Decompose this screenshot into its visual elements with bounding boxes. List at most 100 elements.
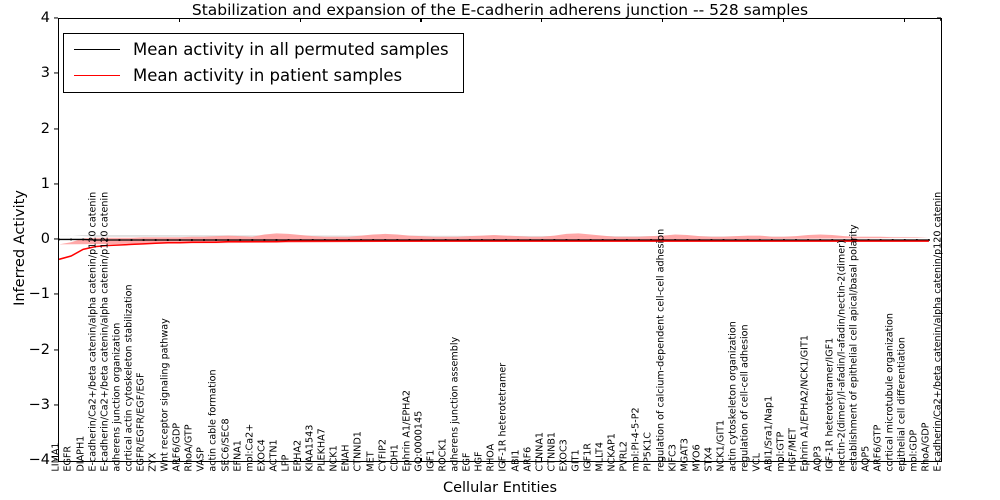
series-marker (203, 239, 205, 241)
series-marker (529, 239, 532, 241)
series-marker (348, 239, 350, 241)
series-marker (94, 239, 97, 241)
series-marker (444, 239, 447, 241)
series-marker (215, 239, 217, 241)
series-marker (227, 239, 230, 241)
y-tick-label: 1 (40, 175, 50, 192)
legend-label: Mean activity in all permuted samples (133, 40, 449, 59)
y-tick-label: −4 (28, 452, 50, 468)
y-tick-mark (54, 127, 58, 130)
series-marker (638, 239, 640, 241)
series-marker (613, 239, 616, 241)
series-marker (335, 239, 338, 241)
y-tick-mark (54, 348, 58, 351)
series-marker (795, 239, 797, 241)
y-tick-mark (54, 404, 58, 406)
series-marker (118, 239, 121, 241)
y-tick-mark (54, 17, 58, 19)
series-marker (686, 239, 689, 241)
series-marker (323, 239, 326, 241)
series-marker (166, 239, 169, 241)
series-marker (396, 239, 399, 241)
series-marker (674, 239, 677, 241)
series-marker (251, 239, 254, 241)
series-marker (589, 239, 592, 241)
y-tick-label: −1 (28, 286, 50, 303)
series-marker (493, 239, 495, 241)
x-axis-title: Cellular Entities (442, 480, 558, 496)
series-marker (239, 239, 242, 241)
series-marker (384, 239, 387, 241)
series-line (59, 240, 929, 261)
series-marker (879, 239, 882, 241)
series-marker (565, 239, 568, 241)
y-tick-label: −2 (28, 341, 50, 358)
series-marker (408, 239, 411, 241)
series-marker (372, 239, 375, 241)
series-marker (819, 239, 822, 241)
series-marker (710, 239, 713, 241)
y-tick-label: 4 (40, 10, 50, 26)
series-marker (746, 239, 749, 241)
series-marker (855, 239, 858, 241)
series-marker (662, 239, 665, 241)
y-tick-mark (54, 459, 58, 461)
series-marker (275, 239, 278, 241)
series-marker (178, 239, 181, 241)
series-marker (758, 239, 761, 241)
series-marker (142, 239, 145, 241)
series-marker (456, 239, 459, 241)
series-marker (903, 239, 906, 241)
legend-line-icon (74, 49, 120, 50)
series-marker (831, 239, 834, 241)
series-marker (154, 239, 157, 241)
series-marker (468, 239, 471, 241)
y-tick-label: 3 (40, 65, 50, 82)
series-marker (106, 239, 109, 241)
y-tick-mark (54, 183, 58, 185)
series-marker (517, 239, 520, 241)
series-marker (59, 238, 60, 241)
series-marker (650, 239, 652, 241)
legend-entry: Mean activity in all permuted samples (74, 40, 449, 59)
y-tick-label: 0 (40, 231, 50, 247)
series-marker (263, 239, 266, 241)
page-title: Stabilization and expansion of the E-cad… (191, 1, 809, 19)
y-tick-label: −3 (28, 396, 50, 413)
series-marker (625, 239, 628, 241)
series-marker (807, 239, 809, 241)
plot-svg (59, 19, 941, 261)
series-marker (299, 239, 302, 241)
y-tick-label: 2 (40, 120, 50, 137)
series-marker (698, 239, 701, 241)
series-marker (783, 239, 785, 241)
series-marker (541, 239, 544, 241)
series-marker (82, 238, 85, 241)
series-marker (577, 239, 580, 241)
series-marker (70, 238, 72, 241)
y-tick-mark (54, 293, 58, 295)
series-marker (432, 239, 435, 241)
series-marker (505, 239, 507, 241)
y-tick-mark (54, 238, 58, 240)
y-tick-mark (54, 72, 58, 74)
series-marker (287, 239, 290, 241)
series-marker (915, 239, 918, 241)
series-marker (843, 239, 846, 241)
series-marker (191, 239, 193, 241)
legend-line-icon (74, 75, 120, 76)
series-marker (480, 239, 483, 241)
series-marker (601, 239, 604, 241)
series-marker (420, 239, 423, 241)
series-marker (891, 239, 894, 241)
series-marker (928, 239, 930, 241)
series-marker (360, 239, 362, 241)
series-marker (770, 239, 773, 241)
plot-clip (59, 19, 941, 461)
series-marker (130, 239, 133, 241)
series-marker (867, 239, 870, 241)
legend-label: Mean activity in patient samples (133, 66, 403, 85)
series-marker (940, 19, 941, 21)
